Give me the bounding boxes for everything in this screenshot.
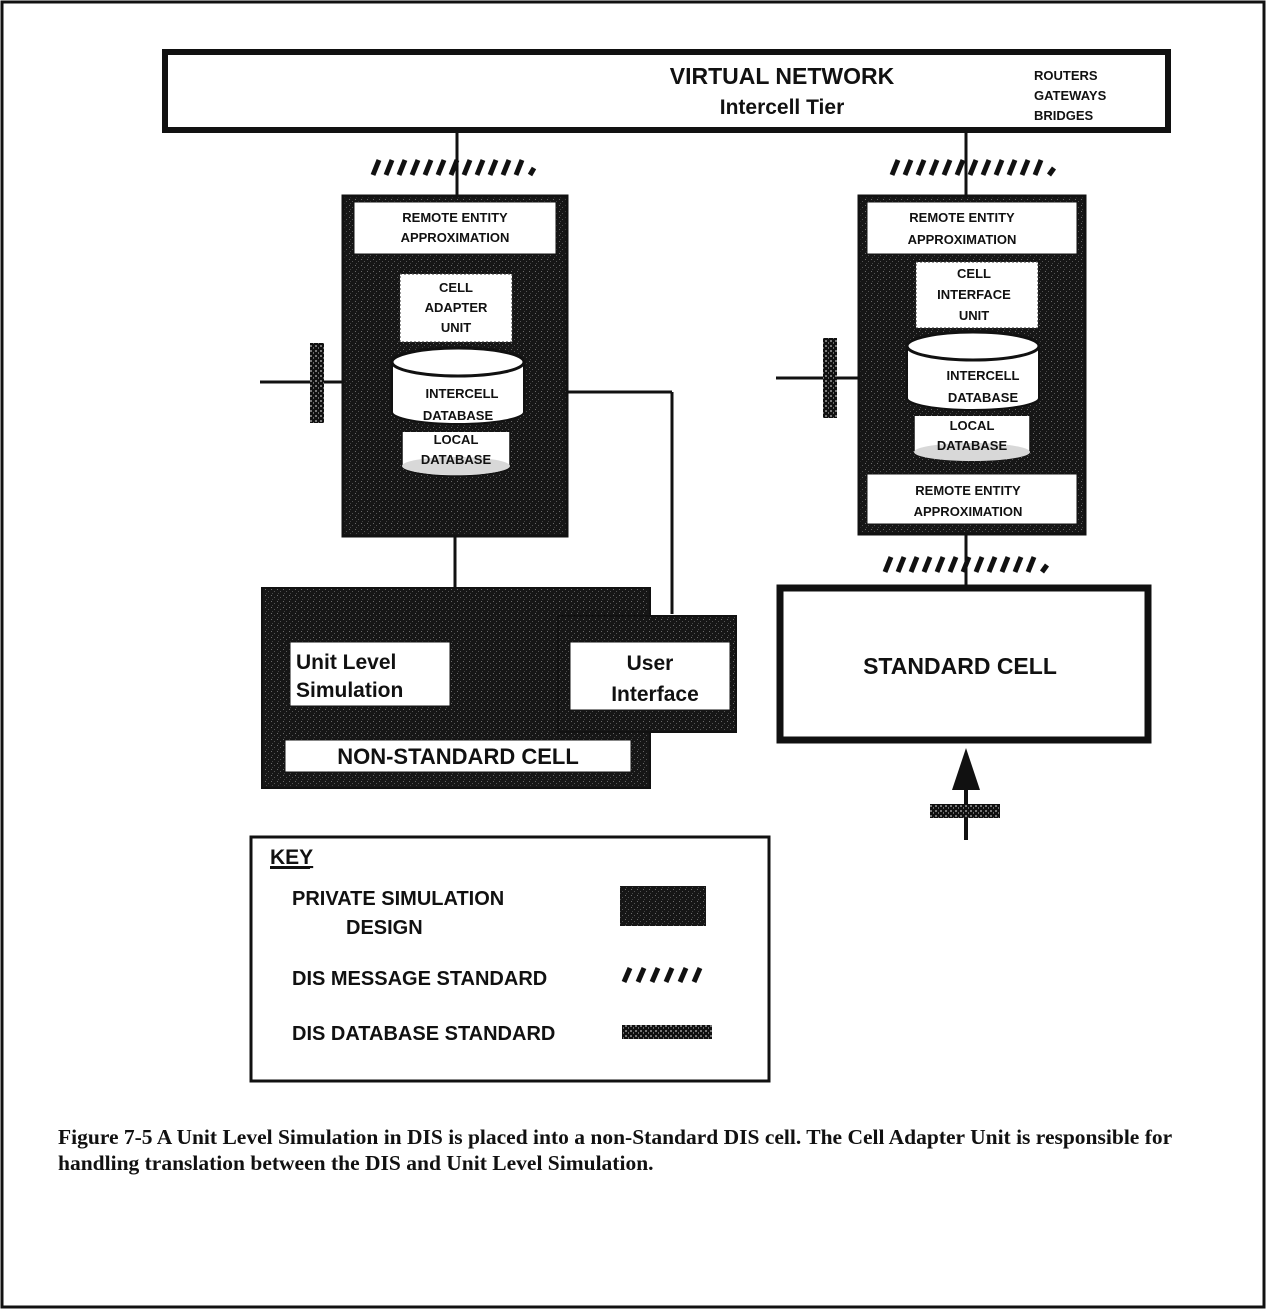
standard-cell-db-input [930, 748, 1000, 840]
left-local-database-cylinder: LOCAL DATABASE [401, 432, 511, 477]
user-interface-line2: Interface [611, 683, 699, 706]
right-intercell-database-cylinder: INTERCELL DATABASE [905, 330, 1041, 411]
key-message-label: DIS MESSAGE STANDARD [292, 968, 547, 990]
interface-line3: UNIT [959, 308, 989, 323]
figure-caption: Figure 7-5 A Unit Level Simulation in DI… [58, 1124, 1228, 1176]
network-device-gateways: GATEWAYS [1034, 88, 1107, 103]
virtual-network-bar: VIRTUAL NETWORK Intercell Tier ROUTERS G… [162, 49, 1171, 133]
left-cell-adapter-stack: REMOTE ENTITY APPROXIMATION CELL ADAPTER… [341, 194, 569, 538]
virtual-network-title: VIRTUAL NETWORK [670, 63, 895, 89]
non-standard-cell-label: NON-STANDARD CELL [337, 744, 579, 769]
right-rea-top-line2: APPROXIMATION [908, 232, 1017, 247]
right-local-db-line2: DATABASE [937, 438, 1008, 453]
interface-line2: INTERFACE [937, 287, 1011, 302]
caption-text: is placed into a non-Standard DIS cell. … [58, 1125, 1172, 1175]
left-dis-database-standard [310, 343, 324, 423]
right-rea-bottom-line1: REMOTE ENTITY [915, 483, 1021, 498]
left-rea-line2: APPROXIMATION [401, 230, 510, 245]
left-intercell-database-cylinder: INTERCELL DATABASE [390, 346, 526, 425]
right-cell-interface-stack: REMOTE ENTITY APPROXIMATION CELL INTERFA… [857, 194, 1087, 536]
left-local-db-line1: LOCAL [434, 432, 479, 447]
ulsim-line1: Unit Level [296, 651, 396, 674]
right-local-database-cylinder: LOCAL DATABASE [913, 416, 1031, 461]
adapter-line1: CELL [439, 280, 473, 295]
adapter-line2: ADAPTER [425, 300, 488, 315]
key-private-swatch [620, 886, 706, 926]
right-dis-message-hatch-top [889, 159, 1057, 177]
virtual-network-subtitle: Intercell Tier [720, 96, 845, 119]
right-local-db-line1: LOCAL [950, 418, 995, 433]
left-local-db-line2: DATABASE [421, 452, 492, 467]
key-message-swatch [621, 967, 703, 983]
network-device-routers: ROUTERS [1034, 68, 1098, 83]
left-intercell-db-line1: INTERCELL [426, 386, 499, 401]
right-rea-bottom-line2: APPROXIMATION [914, 504, 1023, 519]
key-database-swatch [622, 1025, 712, 1039]
right-dis-database-standard [823, 338, 837, 418]
left-intercell-db-line2: DATABASE [423, 408, 494, 423]
key-private-line2: DESIGN [346, 917, 423, 939]
interface-line1: CELL [957, 266, 991, 281]
key-legend: KEY PRIVATE SIMULATION DESIGN DIS MESSAG… [249, 835, 771, 1083]
right-intercell-db-line1: INTERCELL [947, 368, 1020, 383]
ulsim-line2: Simulation [296, 679, 403, 702]
user-interface-line1: User [627, 652, 674, 675]
key-title: KEY [270, 846, 313, 869]
left-dis-message-hatch [370, 159, 537, 177]
network-device-bridges: BRIDGES [1034, 108, 1094, 123]
standard-cell: STANDARD CELL [776, 584, 1152, 744]
key-private-line1: PRIVATE SIMULATION [292, 888, 504, 910]
right-rea-top-line1: REMOTE ENTITY [909, 210, 1015, 225]
adapter-line3: UNIT [441, 320, 471, 335]
user-interface-block: User Interface [557, 615, 737, 733]
standard-cell-label: STANDARD CELL [863, 653, 1057, 679]
key-database-label: DIS DATABASE STANDARD [292, 1023, 555, 1045]
right-intercell-db-line2: DATABASE [948, 390, 1019, 405]
caption-lead: Figure 7-5 A Unit Level Simulation in DI… [58, 1125, 443, 1149]
left-rea-line1: REMOTE ENTITY [402, 210, 508, 225]
right-dis-message-hatch-bottom [882, 556, 1050, 574]
